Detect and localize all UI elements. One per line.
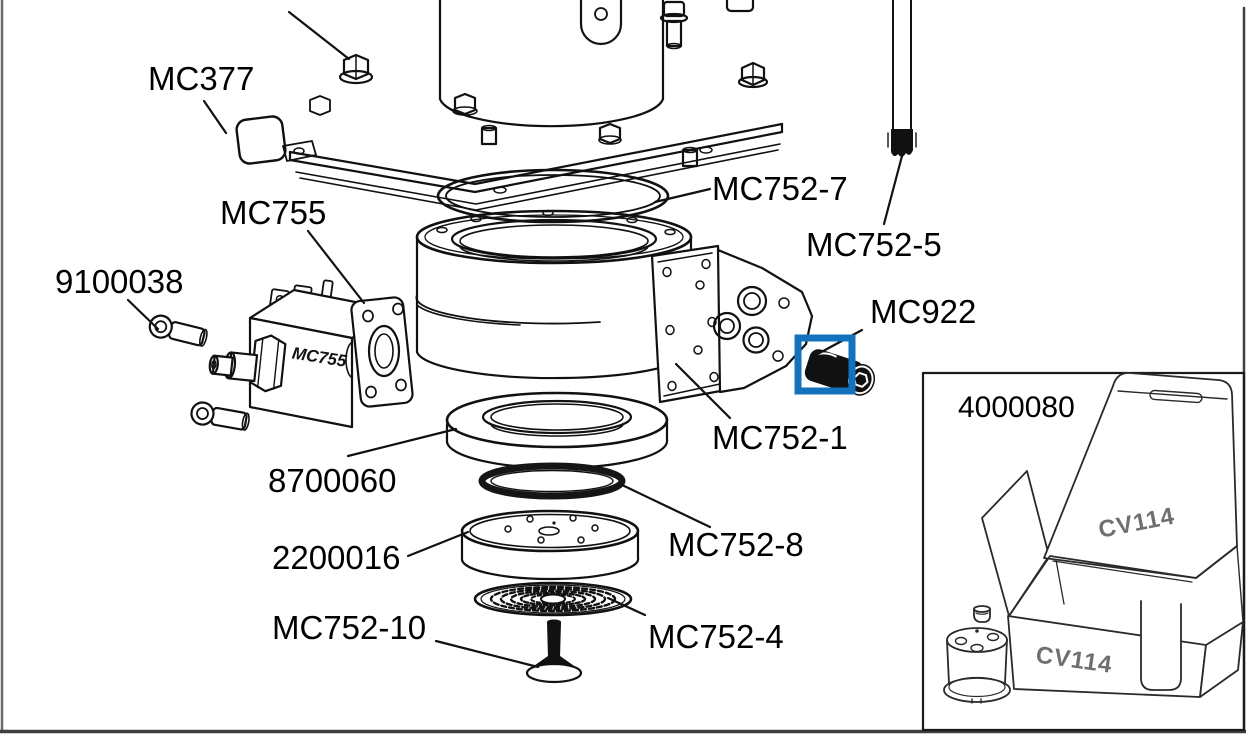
motor-and-mounting-plate-drawing xyxy=(282,0,784,211)
part-label-mc752-10: MC752-10 xyxy=(272,609,426,646)
part-label-mc922: MC922 xyxy=(870,293,976,330)
filter-canister-drawing xyxy=(943,627,1011,704)
canister-cap-drawing xyxy=(973,605,991,623)
part-label-9100038: 9100038 xyxy=(55,263,183,300)
highlight-box-mc922[interactable] xyxy=(794,334,856,395)
pad-mc377-drawing xyxy=(235,115,287,165)
screw-mc752-10-drawing xyxy=(525,619,583,684)
part-label-mc752-4: MC752-4 xyxy=(648,618,784,655)
inset-part-number: 4000080 xyxy=(958,391,1075,424)
part-label-mc752-8: MC752-8 xyxy=(668,526,804,563)
part-label-mc752-7: MC752-7 xyxy=(712,170,848,207)
o-ring-mc752-7-drawing xyxy=(436,168,670,224)
valve-block-drawing xyxy=(650,244,814,404)
cover-disc-2200016-drawing xyxy=(460,509,640,581)
part-label-mc752-5: MC752-5 xyxy=(806,226,942,263)
part-label-mc377: MC377 xyxy=(148,60,254,97)
part-label-8700060: 8700060 xyxy=(268,462,396,499)
inset-kit-box xyxy=(921,371,1246,732)
leader-lines xyxy=(126,10,904,669)
part-label-2200016: 2200016 xyxy=(272,539,400,576)
o-ring-mc752-8-drawing xyxy=(478,462,626,500)
pump-body-drawing xyxy=(415,209,693,380)
part-label-mc755: MC755 xyxy=(220,194,326,231)
rod-mc752-5-drawing xyxy=(887,0,917,157)
part-label-mc752-1: MC752-1 xyxy=(712,419,848,456)
strainer-screen-mc752-4-drawing xyxy=(473,581,633,617)
spacer-ring-8700060-drawing xyxy=(445,391,669,470)
solenoid-valve-mc755-drawing xyxy=(148,279,414,431)
